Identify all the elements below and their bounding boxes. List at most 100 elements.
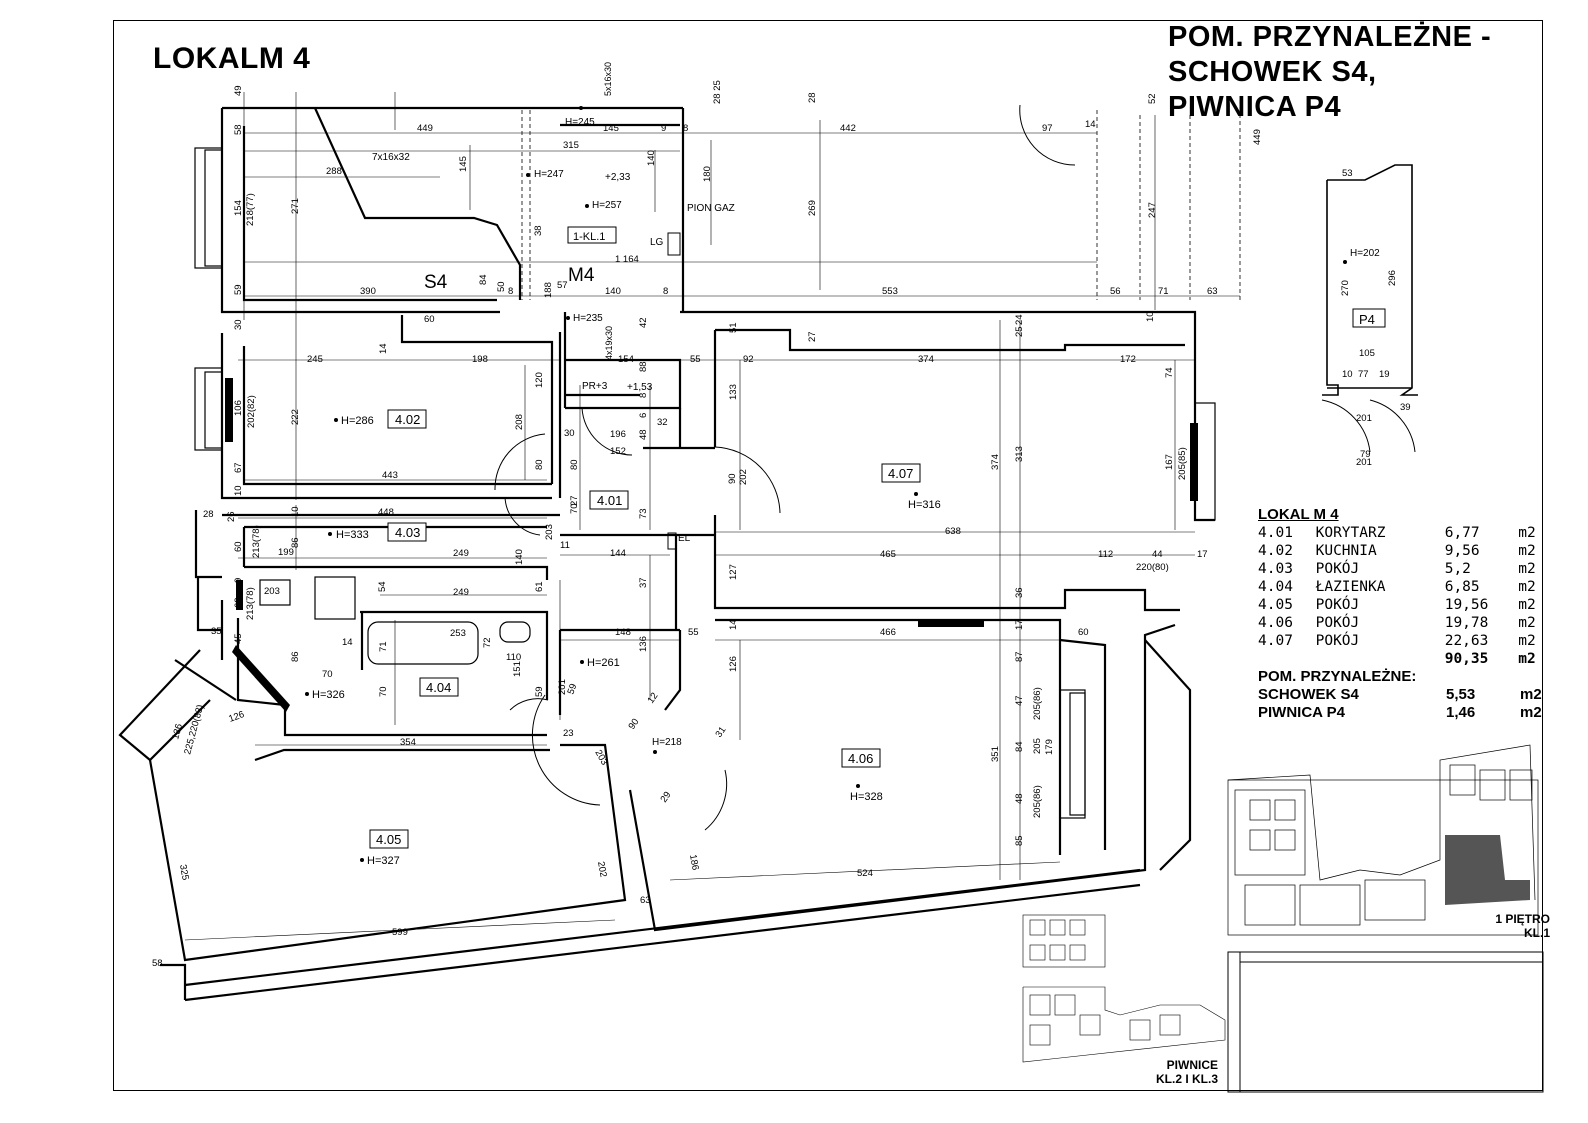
svg-text:201: 201 bbox=[1356, 413, 1372, 424]
svg-text:205(86): 205(86) bbox=[1032, 687, 1043, 720]
svg-text:45: 45 bbox=[233, 633, 244, 644]
svg-text:90: 90 bbox=[727, 473, 738, 484]
stairs-label: 7x16x32 bbox=[372, 152, 410, 163]
svg-text:205: 205 bbox=[1032, 738, 1043, 754]
svg-text:14: 14 bbox=[342, 637, 353, 648]
svg-text:23: 23 bbox=[563, 728, 574, 739]
svg-text:152: 152 bbox=[610, 446, 626, 457]
svg-text:H=235: H=235 bbox=[573, 313, 603, 324]
svg-text:325: 325 bbox=[177, 864, 191, 882]
lg-label: LG bbox=[650, 237, 664, 248]
svg-text:14: 14 bbox=[1085, 119, 1096, 130]
storage-p4 bbox=[1322, 164, 1418, 396]
svg-text:296: 296 bbox=[1387, 270, 1398, 286]
room-4-01-height: H=261 bbox=[587, 657, 620, 669]
svg-text:10: 10 bbox=[233, 485, 244, 496]
svg-text:220(80): 220(80) bbox=[1136, 562, 1169, 573]
svg-text:60: 60 bbox=[233, 541, 244, 552]
svg-text:218(77): 218(77) bbox=[245, 193, 256, 226]
room-4-05-height: H=327 bbox=[367, 855, 400, 867]
svg-text:126: 126 bbox=[728, 656, 739, 672]
svg-text:270: 270 bbox=[1340, 280, 1351, 296]
svg-text:638: 638 bbox=[945, 526, 961, 537]
svg-text:39: 39 bbox=[1400, 402, 1411, 413]
svg-text:28: 28 bbox=[203, 509, 214, 520]
svg-text:201: 201 bbox=[1356, 457, 1372, 468]
svg-text:112: 112 bbox=[1098, 549, 1113, 560]
svg-text:188: 188 bbox=[543, 282, 554, 298]
svg-text:14: 14 bbox=[378, 343, 389, 354]
stairs-top2-label: 5x16x30 bbox=[603, 62, 613, 96]
svg-text:29: 29 bbox=[658, 790, 673, 805]
svg-text:51: 51 bbox=[728, 322, 739, 333]
p4-label-box bbox=[1352, 308, 1386, 328]
svg-text:71: 71 bbox=[378, 641, 389, 652]
svg-text:449: 449 bbox=[1252, 129, 1263, 145]
svg-text:315: 315 bbox=[563, 140, 579, 151]
svg-text:36: 36 bbox=[1014, 587, 1025, 598]
svg-text:28 25: 28 25 bbox=[712, 80, 723, 104]
kl-label: 1-KL.1 bbox=[573, 231, 605, 243]
room-labels: 4.01 H=261 4.02 H=286 4.03 H=333 4.04 H=… bbox=[305, 409, 941, 867]
svg-text:140: 140 bbox=[605, 286, 621, 297]
svg-text:151: 151 bbox=[512, 661, 523, 677]
svg-text:48: 48 bbox=[638, 429, 649, 440]
room-4-06-height: H=328 bbox=[850, 791, 883, 803]
room-4-07-height: H=316 bbox=[908, 499, 941, 511]
room-4-06-label: 4.06 bbox=[848, 751, 873, 766]
svg-text:27: 27 bbox=[569, 495, 580, 506]
svg-text:466: 466 bbox=[880, 627, 896, 638]
svg-text:1 164: 1 164 bbox=[615, 254, 639, 265]
svg-text:136: 136 bbox=[170, 723, 185, 741]
svg-text:84: 84 bbox=[478, 274, 489, 285]
svg-text:196: 196 bbox=[610, 429, 626, 440]
svg-text:67: 67 bbox=[233, 462, 244, 473]
svg-text:213(78): 213(78) bbox=[245, 587, 256, 620]
svg-text:97: 97 bbox=[1042, 123, 1053, 134]
svg-text:80: 80 bbox=[534, 459, 545, 470]
svg-text:79: 79 bbox=[1360, 449, 1371, 460]
svg-text:110: 110 bbox=[506, 652, 521, 663]
svg-text:133: 133 bbox=[728, 384, 739, 400]
svg-text:63: 63 bbox=[1207, 286, 1218, 297]
room-4-03-height: H=333 bbox=[336, 529, 369, 541]
svg-text:145: 145 bbox=[458, 156, 469, 172]
svg-text:11: 11 bbox=[560, 540, 570, 551]
svg-text:H=247: H=247 bbox=[534, 169, 564, 180]
svg-text:269: 269 bbox=[807, 200, 818, 216]
p4-label: P4 bbox=[1359, 312, 1375, 327]
svg-text:12: 12 bbox=[645, 691, 660, 706]
svg-text:30: 30 bbox=[233, 319, 244, 330]
stairs-mid-label: 4x19x30 bbox=[604, 326, 614, 360]
svg-text:H=245: H=245 bbox=[565, 117, 595, 128]
svg-text:202(82): 202(82) bbox=[246, 395, 257, 428]
svg-text:55: 55 bbox=[688, 627, 699, 638]
svg-text:247: 247 bbox=[1147, 202, 1158, 218]
ancillary-title: POM. PRZYNALEŻNE - SCHOWEK S4, PIWNICA P… bbox=[1168, 20, 1491, 125]
svg-text:87: 87 bbox=[1014, 651, 1025, 662]
svg-text:442: 442 bbox=[840, 123, 856, 134]
svg-text:8: 8 bbox=[638, 393, 649, 398]
svg-text:524: 524 bbox=[857, 868, 873, 879]
svg-text:58: 58 bbox=[233, 124, 244, 135]
pion-gaz-label: PION GAZ bbox=[687, 203, 735, 214]
key-plan-floor bbox=[1227, 744, 1539, 936]
svg-text:17: 17 bbox=[1197, 549, 1208, 560]
svg-text:38: 38 bbox=[533, 225, 544, 236]
svg-text:25: 25 bbox=[1014, 326, 1025, 337]
svg-text:8: 8 bbox=[663, 286, 668, 297]
svg-text:59: 59 bbox=[233, 284, 244, 295]
svg-text:245: 245 bbox=[307, 354, 323, 365]
room-4-05-label: 4.05 bbox=[376, 832, 401, 847]
svg-text:H=218: H=218 bbox=[652, 737, 682, 748]
svg-text:9: 9 bbox=[661, 123, 666, 134]
room-4-04-label: 4.04 bbox=[426, 680, 451, 695]
svg-text:202: 202 bbox=[738, 469, 749, 485]
svg-text:199: 199 bbox=[278, 547, 294, 558]
svg-text:58: 58 bbox=[152, 958, 163, 969]
misc-labels: S4 M4 1-KL.1 H=245 H=247 H=257 H=235 H=2… bbox=[372, 62, 735, 754]
